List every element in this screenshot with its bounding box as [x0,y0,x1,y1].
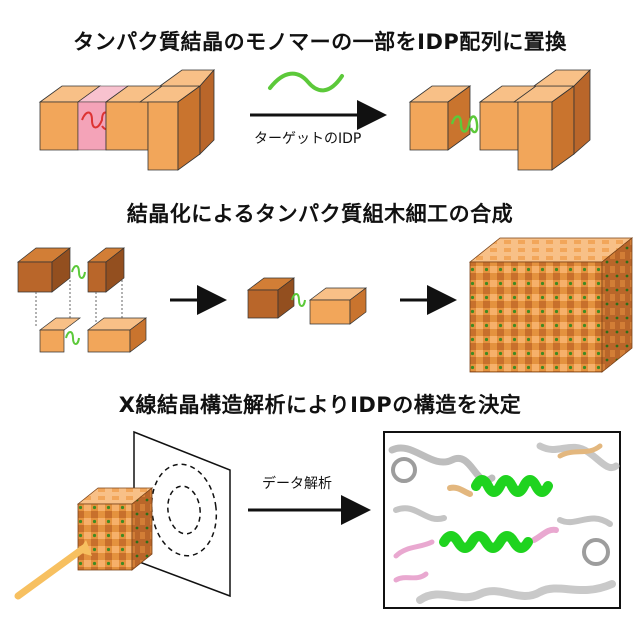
idp-structure-render [383,431,621,609]
dimer-pair-assembled [246,277,368,325]
section3-heading: X線結晶構造解析によりIDPの構造を決定 [118,393,522,417]
xray-beam-icon [14,544,88,600]
data-analysis-label: データ解析 [262,476,332,492]
monomer-before [38,68,215,171]
dimer-pair-exploded [16,247,148,353]
section2-heading: 結晶化によるタンパク質組木細工の合成 [126,202,514,226]
target-idp-label: ターゲットのIDP [254,131,362,147]
crystal-lattice-small [76,487,154,571]
monomer-after [408,69,591,171]
idp-chain-icon [268,71,344,93]
crystal-lattice-large [468,237,634,373]
section1-heading: タンパク質結晶のモノマーの一部をIDP配列に置換 [73,30,567,54]
